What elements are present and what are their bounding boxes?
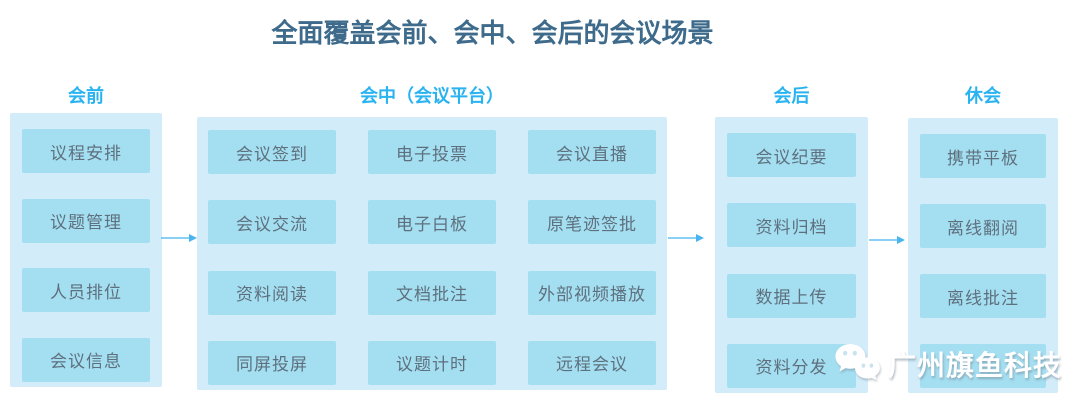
flow-item: 电子白板 (368, 200, 496, 245)
flow-item: 文档批注 (368, 270, 496, 315)
flow-item-obscured (920, 344, 1046, 388)
flow-item: 会议签到 (208, 130, 336, 174)
diagram-title: 全面覆盖会前、会中、会后的会议场景 (271, 18, 714, 48)
flow-item: 资料分发 (727, 343, 856, 388)
column-header-recess: 休会 (965, 86, 1001, 106)
panel-recess: 携带平板 离线翻阅 离线批注 (908, 118, 1058, 393)
flow-item: 远程会议 (528, 340, 656, 385)
flow-item: 离线批注 (920, 274, 1046, 318)
flow-item: 议题计时 (368, 340, 496, 385)
flow-item: 会议交流 (208, 200, 336, 245)
flow-arrow-icon (668, 234, 704, 242)
flow-item: 携带平板 (920, 134, 1046, 178)
flow-item: 人员排位 (22, 268, 150, 313)
flow-arrow-icon (161, 234, 197, 242)
flow-item: 资料阅读 (208, 270, 336, 315)
panel-post-meeting: 会议纪要 资料归档 数据上传 资料分发 (715, 117, 868, 393)
flow-item: 数据上传 (727, 273, 856, 318)
panel-pre-meeting: 议程安排 议题管理 人员排位 会议信息 (10, 113, 162, 387)
flow-item: 会议直播 (528, 130, 656, 174)
flow-item: 同屏投屏 (208, 340, 336, 385)
flow-arrow-icon (869, 236, 905, 244)
flow-item: 离线翻阅 (920, 204, 1046, 248)
flow-item: 电子投票 (368, 130, 496, 174)
watermark: 广州旗鱼科技 (833, 342, 1062, 386)
column-header-post-meeting: 会后 (773, 86, 810, 106)
flow-item: 资料归档 (727, 203, 856, 248)
column-header-in-meeting: 会中（会议平台） (360, 86, 504, 106)
flow-item: 会议信息 (22, 337, 150, 382)
panel-in-meeting: 会议签到 电子投票 会议直播 会议交流 电子白板 原笔迹签批 资料阅读 文档批注… (197, 117, 667, 390)
flow-item: 议程安排 (22, 129, 150, 173)
column-header-pre-meeting: 会前 (68, 86, 104, 106)
flow-item: 外部视频播放 (528, 270, 656, 315)
flow-item: 原笔迹签批 (528, 200, 656, 245)
flow-item: 会议纪要 (727, 133, 856, 177)
wechat-icon (835, 344, 880, 380)
watermark-text: 广州旗鱼科技 (888, 350, 1063, 381)
flow-item: 议题管理 (22, 198, 150, 243)
